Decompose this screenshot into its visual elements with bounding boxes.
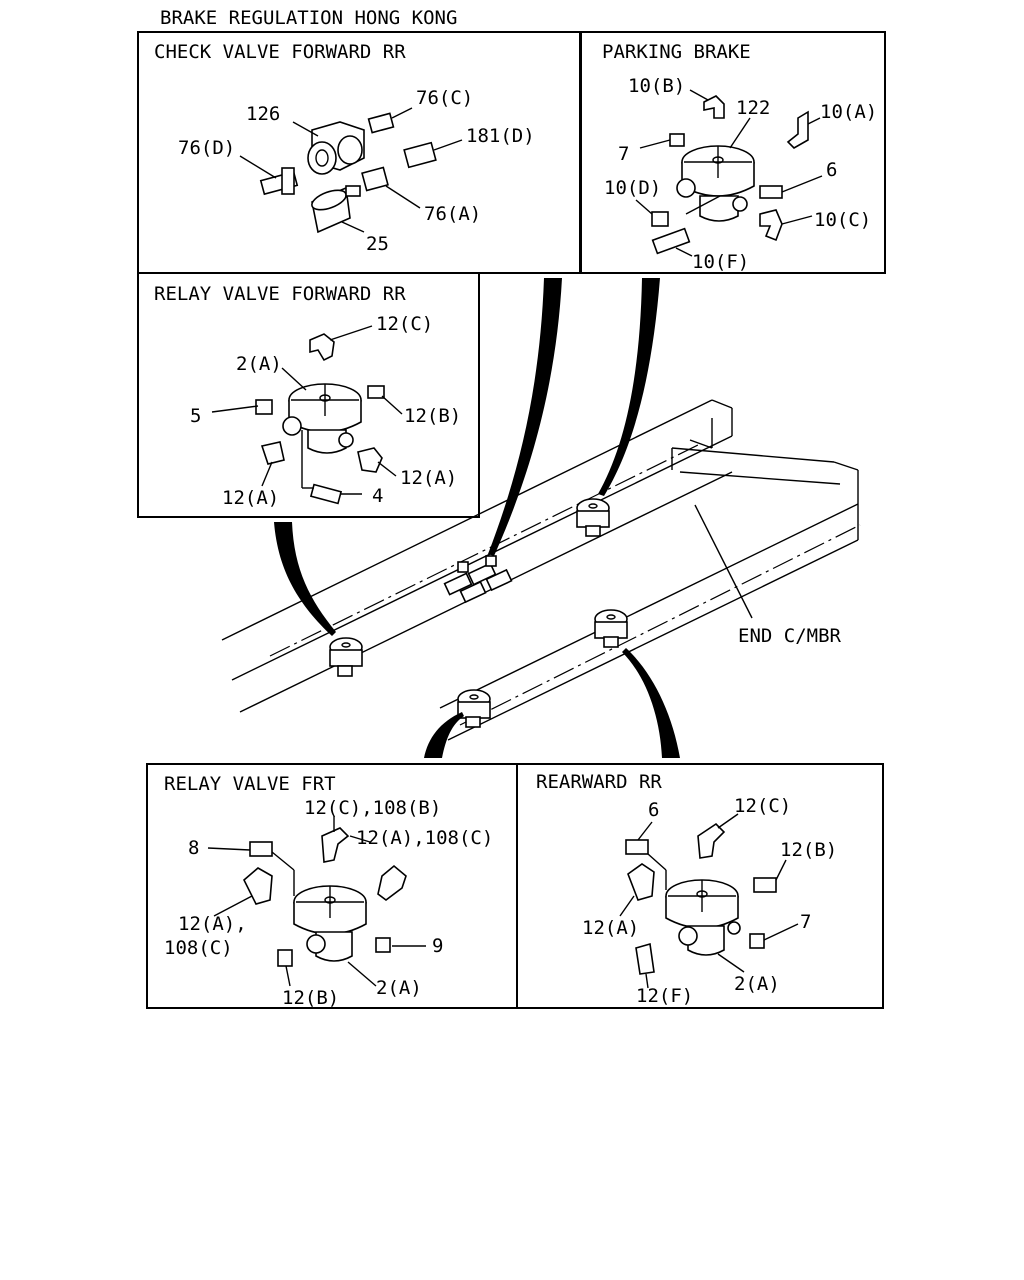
- panel-title-parking-brake: PARKING BRAKE: [602, 41, 751, 63]
- diagram-title: BRAKE REGULATION HONG KONG: [160, 7, 457, 29]
- label-12b-rf: 12(B): [404, 405, 461, 427]
- label-12a-108c-top: 12(A),108(C): [356, 827, 493, 849]
- label-10d: 10(D): [604, 177, 661, 199]
- label-10f: 10(F): [692, 251, 749, 273]
- label-9: 9: [432, 935, 443, 957]
- frame-relay-valve-4: [457, 689, 491, 728]
- callout-relay-frt: [424, 712, 464, 758]
- callout-parking-brake: [598, 278, 660, 496]
- panel-title-rearward: REARWARD RR: [536, 771, 662, 793]
- label-12b-rw: 12(B): [780, 839, 837, 861]
- label-126: 126: [246, 103, 280, 125]
- chassis-frame: [221, 399, 861, 741]
- label-12c-rf: 12(C): [376, 313, 433, 335]
- label-12c-108b: 12(C),108(B): [304, 797, 441, 819]
- panel-check-valve-forward-rr: CHECK VALVE FORWARD RR 126 76(C) 76(D) 1…: [137, 31, 582, 274]
- frame-check-valve-assembly: [443, 555, 513, 604]
- label-12c-rw: 12(C): [734, 795, 791, 817]
- label-2a-frt: 2(A): [376, 977, 422, 999]
- label-5: 5: [190, 405, 201, 427]
- callout-check-valve: [488, 278, 562, 556]
- panel-title-check-valve: CHECK VALVE FORWARD RR: [154, 41, 406, 63]
- label-4: 4: [372, 485, 383, 507]
- label-76d: 76(D): [178, 137, 235, 159]
- panel-rearward-rr: REARWARD RR 6 12(C) 12(B) 12(A) 7 12(F): [516, 763, 884, 1009]
- label-6-rw: 6: [648, 799, 659, 821]
- label-12a-rw: 12(A): [582, 917, 639, 939]
- label-8: 8: [188, 837, 199, 859]
- frame-relay-valve-3: [594, 609, 628, 648]
- label-2a-rw: 2(A): [734, 973, 780, 995]
- label-12f: 12(F): [636, 985, 693, 1007]
- label-7-rw: 7: [800, 911, 811, 933]
- label-12a-rf-left: 12(A): [222, 487, 279, 509]
- panel-parking-brake: PARKING BRAKE 10(B) 122 10(A) 7 6 10: [579, 31, 886, 274]
- label-6-pb: 6: [826, 159, 837, 181]
- label-76a: 76(A): [424, 203, 481, 225]
- callout-relay-forward: [274, 522, 336, 636]
- label-76c: 76(C): [416, 87, 473, 109]
- label-12a-line1: 12(A),: [178, 913, 247, 935]
- label-10b: 10(B): [628, 75, 685, 97]
- label-2a-rf: 2(A): [236, 353, 282, 375]
- label-10c: 10(C): [814, 209, 871, 231]
- frame-relay-valve-1: [329, 637, 363, 677]
- frame-relay-valve-2: [576, 498, 610, 537]
- panel-title-relay-frt: RELAY VALVE FRT: [164, 773, 336, 795]
- panel-relay-valve-frt: RELAY VALVE FRT 12(C),108(B) 12(A),108(C…: [146, 763, 518, 1009]
- label-181d: 181(D): [466, 125, 535, 147]
- label-7-pb: 7: [618, 143, 629, 165]
- callout-rearward: [622, 648, 680, 758]
- label-108c-line2: 108(C): [164, 937, 233, 959]
- label-122: 122: [736, 97, 770, 119]
- panel-title-relay-forward: RELAY VALVE FORWARD RR: [154, 283, 406, 305]
- label-25: 25: [366, 233, 389, 255]
- label-12a-rf-right: 12(A): [400, 467, 457, 489]
- end-cmbr-leader: [694, 504, 753, 619]
- label-12b-frt: 12(B): [282, 987, 339, 1009]
- label-10a: 10(A): [820, 101, 877, 123]
- panel-relay-valve-forward-rr: RELAY VALVE FORWARD RR 12(C) 2(A) 5 12(B…: [137, 272, 480, 518]
- end-cmbr-label: END C/MBR: [738, 625, 842, 647]
